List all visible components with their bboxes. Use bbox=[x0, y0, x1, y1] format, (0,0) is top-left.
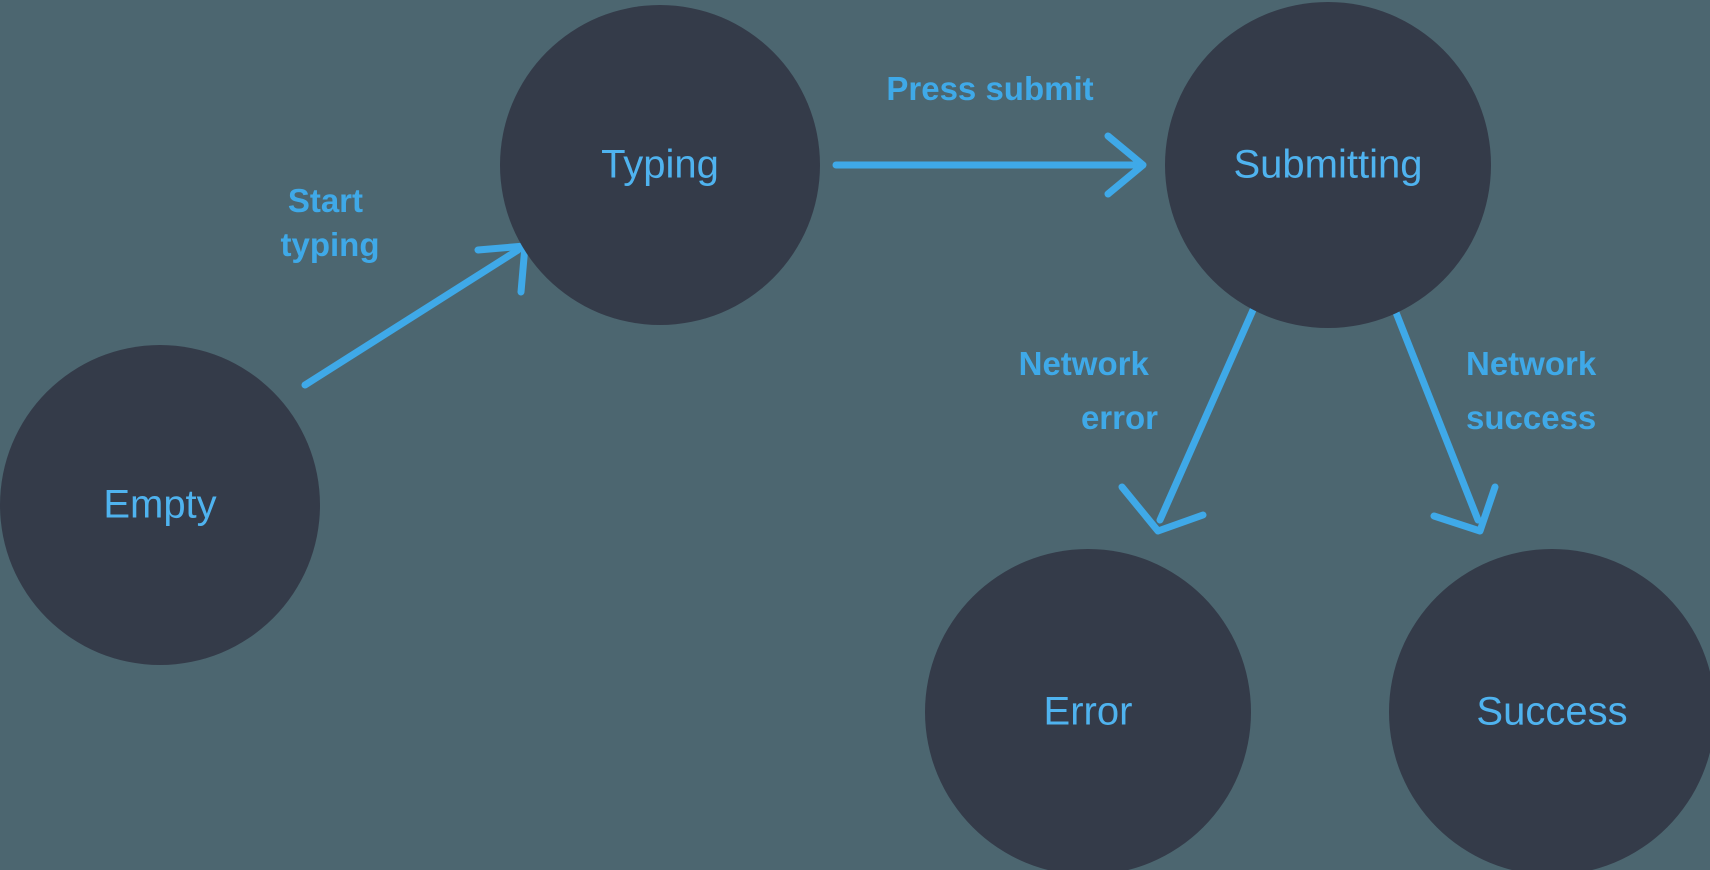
transition-start-typing-label: Start typing bbox=[281, 182, 380, 263]
state-node-success-label: Success bbox=[1476, 690, 1627, 734]
transition-start-typing-label-line-1: Start bbox=[288, 182, 363, 219]
transition-network-success-label-line-1: Network bbox=[1466, 345, 1597, 382]
transition-start-typing: Start typing bbox=[281, 182, 529, 389]
transition-network-success-label: Network success bbox=[1466, 345, 1605, 436]
state-node-empty[interactable]: Empty bbox=[0, 345, 320, 665]
transition-network-success-label-line-2: success bbox=[1466, 399, 1596, 436]
state-node-submitting-circle[interactable] bbox=[1165, 2, 1491, 328]
state-node-success-circle[interactable] bbox=[1389, 549, 1710, 870]
transition-network-error-label-line-2: error bbox=[1081, 399, 1158, 436]
state-node-typing-circle[interactable] bbox=[500, 5, 820, 325]
state-node-empty-circle[interactable] bbox=[0, 345, 320, 665]
transition-network-success-arrowhead bbox=[1430, 483, 1499, 535]
transition-start-typing-label-line-2: typing bbox=[281, 226, 380, 263]
transition-network-success: Network success bbox=[1391, 306, 1605, 535]
transition-network-error-line bbox=[1156, 306, 1257, 524]
state-node-typing[interactable]: Typing bbox=[500, 5, 820, 325]
state-node-typing-label: Typing bbox=[601, 143, 719, 187]
transition-network-error-label: Network error bbox=[1019, 345, 1159, 436]
transition-network-error-arrowhead bbox=[1118, 483, 1207, 535]
state-node-submitting-label: Submitting bbox=[1234, 143, 1423, 187]
transition-network-error-label-line-1: Network bbox=[1019, 345, 1150, 382]
state-node-error-label: Error bbox=[1044, 690, 1133, 734]
transition-press-submit: Press submit bbox=[832, 70, 1147, 198]
state-node-success[interactable]: Success bbox=[1389, 549, 1710, 870]
transition-press-submit-arrowhead bbox=[1104, 132, 1147, 198]
state-node-submitting[interactable]: Submitting bbox=[1165, 2, 1491, 328]
transition-press-submit-label: Press submit bbox=[886, 70, 1093, 107]
transition-network-error: Network error bbox=[1019, 306, 1257, 535]
transition-start-typing-line bbox=[301, 246, 522, 389]
state-node-empty-label: Empty bbox=[103, 483, 216, 527]
state-node-error-circle[interactable] bbox=[925, 549, 1251, 870]
transition-network-success-line bbox=[1391, 306, 1482, 524]
state-node-error[interactable]: Error bbox=[925, 549, 1251, 870]
